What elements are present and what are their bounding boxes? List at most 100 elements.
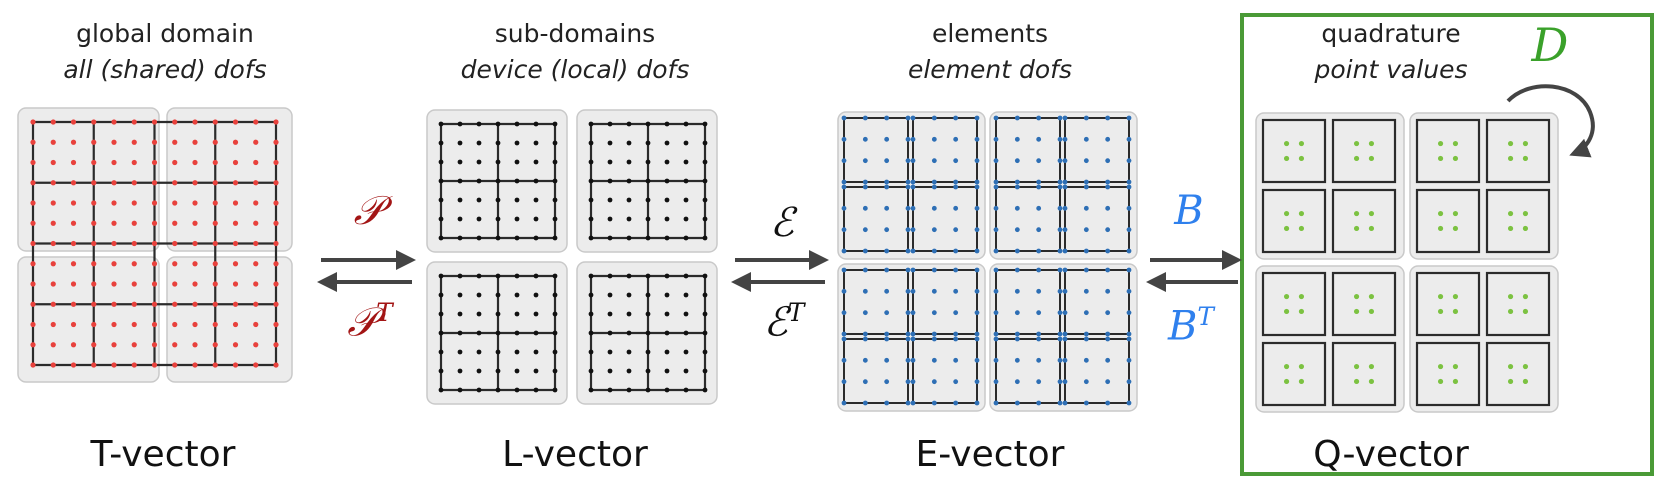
t-dot (111, 261, 117, 267)
q-vector-header: quadrature point values (1241, 16, 1541, 88)
l-grid-1-dot (683, 216, 689, 222)
l-grid-3-dot (683, 330, 689, 336)
e-dot (1036, 310, 1042, 316)
t-dot (172, 281, 178, 287)
e-dot (931, 205, 937, 211)
e-dot (993, 179, 999, 185)
t-dot (232, 301, 239, 307)
e-dot (1126, 136, 1132, 142)
l-grid-3-dot (645, 311, 651, 317)
l-grid-2-dot (552, 292, 558, 298)
e-dot (884, 379, 890, 385)
e-dot (1057, 267, 1063, 273)
l-grid-1-dot (702, 235, 708, 241)
e-dot (1057, 227, 1063, 233)
t-dot (232, 200, 239, 206)
l-grid-2-dot (495, 292, 501, 298)
e-dot (1057, 179, 1063, 185)
e-dot (1083, 379, 1089, 385)
t-dot (253, 180, 259, 186)
t-dot (30, 342, 36, 348)
l-vector-title: sub-domains (494, 19, 656, 48)
e-dot (1062, 248, 1068, 254)
l-grid-1-dot (683, 235, 689, 241)
e-dot (910, 205, 916, 211)
t-dot (30, 362, 36, 368)
t-dot (50, 159, 56, 166)
e-dot (1126, 248, 1132, 254)
t-dot (70, 119, 77, 125)
t-dot (212, 281, 218, 287)
l-grid-2-dot (495, 387, 501, 393)
t-dot (212, 200, 218, 206)
q-dot (1353, 363, 1360, 370)
e-dot (1057, 288, 1063, 294)
q-dot (1452, 155, 1459, 162)
e-dot (993, 136, 999, 142)
q-dot (1452, 363, 1459, 370)
l-grid-0-dot (438, 159, 444, 165)
l-grid-1-dot (702, 159, 708, 165)
t-dot (172, 220, 178, 226)
e-dot (974, 267, 980, 273)
l-grid-3-dot (626, 292, 632, 298)
t-dot (131, 159, 137, 166)
e-dot (1105, 336, 1111, 342)
l-grid-2-dot (457, 311, 463, 317)
e-dot (1083, 115, 1089, 121)
e-element (1064, 269, 1130, 335)
b-forward-text: B (1174, 188, 1204, 234)
e-dot (1126, 158, 1132, 164)
t-dot (232, 220, 239, 226)
l-grid-3-dot (645, 349, 651, 355)
t-dot (91, 139, 97, 145)
e-dot (1036, 400, 1042, 406)
e-dot (884, 184, 890, 190)
l-grid-0-dot (438, 235, 444, 241)
q-dot (1452, 225, 1459, 232)
t-dot (70, 342, 77, 348)
e-dot (841, 179, 847, 185)
quadrature-highlight-frame (1240, 13, 1654, 476)
e-dot (910, 267, 916, 273)
e-element (912, 269, 978, 335)
l-grid-1-dot (664, 178, 670, 184)
t-dot (70, 240, 77, 247)
e-element (1064, 186, 1130, 252)
e-dot (953, 248, 959, 254)
e-dot (884, 357, 890, 363)
t-dot (212, 159, 218, 166)
l-grid-2-dot (438, 387, 444, 393)
e-dot (993, 379, 999, 385)
e-dot (862, 184, 868, 190)
t-dot (50, 220, 56, 226)
e-dot (884, 267, 890, 273)
e-dot (910, 248, 916, 254)
l-grid-3-dot (607, 311, 613, 317)
e-dot (1036, 336, 1042, 342)
l-grid-1-dot (683, 178, 689, 184)
e-dot (1036, 179, 1042, 185)
t-dot (232, 240, 239, 247)
l-grid-1-dot (664, 216, 670, 222)
q-dot (1522, 293, 1529, 300)
t-dot (131, 220, 137, 226)
e-dot (1062, 336, 1068, 342)
t-dot (192, 200, 198, 206)
e-dot (1036, 357, 1042, 363)
e-dot (953, 331, 959, 337)
e-dot (905, 179, 911, 185)
e-dot (841, 248, 847, 254)
t-dot (172, 342, 178, 348)
e-dot (862, 336, 868, 342)
t-dot (151, 261, 158, 267)
e-dot (953, 184, 959, 190)
q-dot (1283, 140, 1290, 147)
e-dot (910, 115, 916, 121)
q-dot (1522, 363, 1529, 370)
t-dot (273, 362, 279, 368)
e-dot (862, 205, 868, 211)
e-dot (1014, 267, 1020, 273)
l-grid-3-dot (607, 292, 613, 298)
